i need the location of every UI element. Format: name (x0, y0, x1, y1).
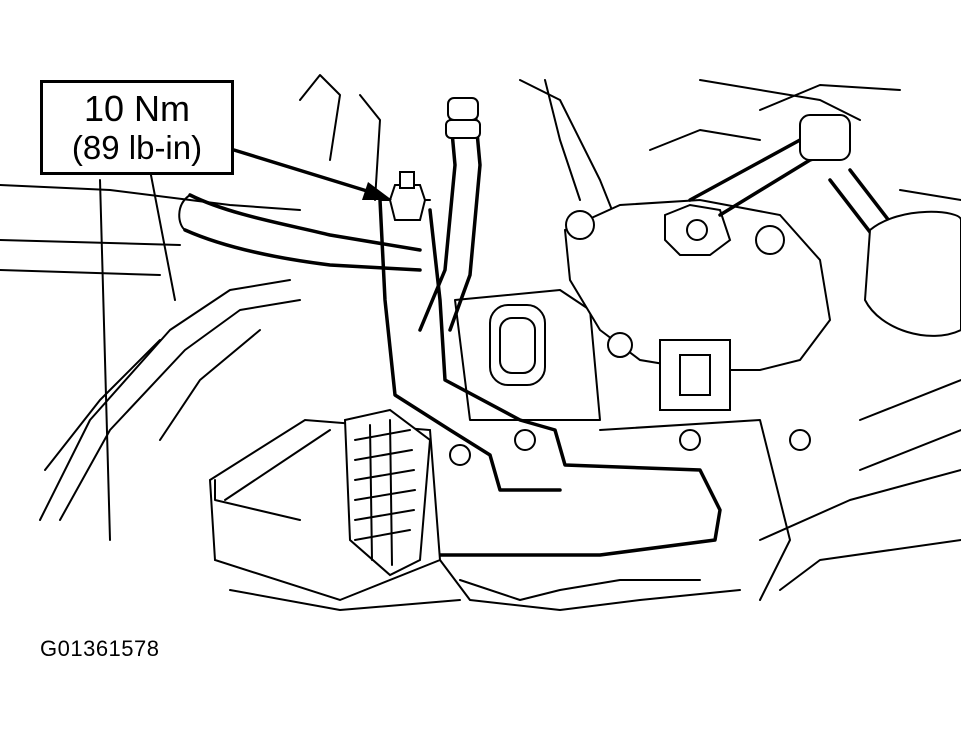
lower-housing (229, 419, 811, 611)
figure-id-label: G01361578 (40, 636, 160, 661)
torque-callout-box: 10 Nm (89 lb-in) (40, 80, 234, 175)
bracket-bolt (388, 171, 427, 221)
range-sensor (563, 198, 832, 411)
torque-value-nm: 10 Nm (83, 87, 191, 129)
torque-value-lbin: (89 lb-in) (71, 128, 203, 166)
callout-leader-arrow (232, 148, 392, 200)
fluid-tube (418, 97, 482, 332)
sensor-housing (454, 289, 601, 421)
electrical-connector (208, 408, 442, 602)
hose-bundle (39, 193, 422, 521)
shift-lever (688, 114, 961, 337)
